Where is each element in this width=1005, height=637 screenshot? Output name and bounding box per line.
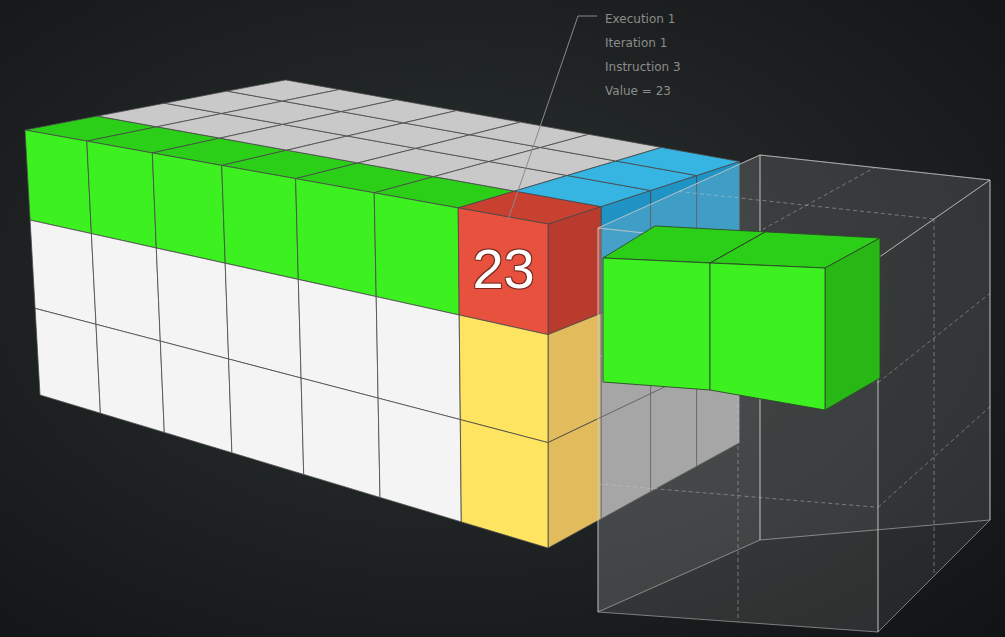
ghost-grid-line	[679, 192, 934, 220]
cube-front-face	[30, 220, 96, 324]
cube-side-face	[548, 207, 601, 335]
green-cube-face	[710, 263, 825, 410]
cube-front-face	[152, 153, 225, 263]
green-cube-face	[825, 238, 880, 410]
highlighted-cube: 23	[459, 224, 548, 315]
cube-front-face	[460, 420, 548, 548]
cube-top-face	[616, 147, 740, 175]
ghost-block	[598, 155, 990, 632]
cube-front-face	[87, 141, 157, 248]
cube-value: 23	[472, 241, 534, 297]
ghost-grid-line	[934, 219, 935, 576]
cube-front-face	[378, 398, 461, 522]
ghost-grid-line	[598, 484, 878, 507]
cube-front-face	[229, 359, 304, 474]
callout-text: Execution 1	[605, 11, 675, 27]
ghost-face	[878, 180, 990, 632]
cube-front-face	[374, 193, 459, 315]
green-cube-face	[710, 232, 765, 263]
ghost-grid-line	[878, 293, 990, 382]
callout-text: Instruction 3	[605, 59, 681, 75]
cube-front-face	[160, 341, 232, 453]
cube-side-face	[548, 417, 601, 548]
cube-front-face	[458, 208, 548, 335]
callout-text: Iteration 1	[605, 35, 667, 51]
cube-front-face	[222, 165, 299, 279]
green-cubes	[603, 226, 880, 410]
cube-front-face	[96, 324, 164, 432]
callout-text: Value = 23	[605, 83, 671, 99]
cube-front-face	[91, 234, 160, 342]
leader-line	[508, 16, 597, 220]
cube-front-face	[156, 248, 228, 359]
green-cube-face	[603, 258, 710, 390]
cube-front-face	[35, 308, 100, 413]
ghost-grid-line	[878, 407, 990, 508]
cube-front-face	[301, 378, 380, 497]
cube-front-face	[296, 179, 377, 297]
cube-front-face	[25, 130, 91, 234]
